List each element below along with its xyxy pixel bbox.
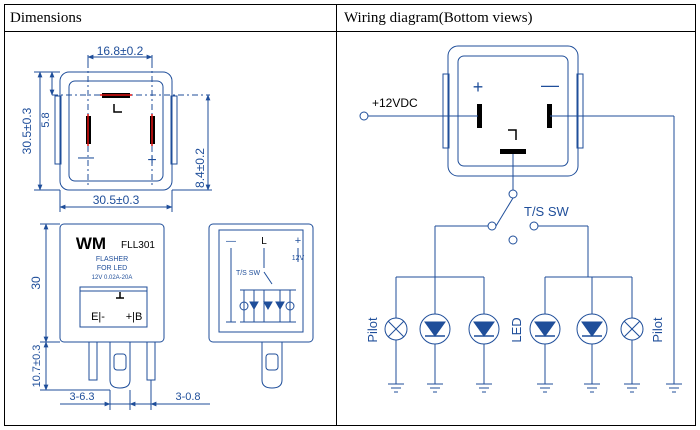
minus-terminal-label: —: [541, 75, 559, 95]
led-label: LED: [509, 317, 524, 342]
top-view-terminals: [86, 93, 155, 146]
flasher-terminals: [477, 104, 552, 154]
back-view-12v: 12V: [292, 255, 305, 262]
pin-gap-left-dimension: 3-6.3: [69, 391, 94, 403]
led-left-2: [468, 313, 500, 345]
terminal-b-label: +|B: [126, 311, 143, 323]
pilot-right-label: Pilot: [650, 317, 665, 343]
label-line-3: 12V 0.02A-20A: [92, 275, 133, 281]
pilot-lamp-left: [384, 317, 408, 341]
wiring-diagram-header: Wiring diagram(Bottom views): [344, 10, 533, 26]
ground-symbols: [388, 383, 682, 393]
top-view-plus-sign: +: [147, 152, 156, 169]
led-right-1: [529, 313, 561, 345]
label-ground-symbol: [116, 292, 124, 299]
pilot-left-label: Pilot: [365, 317, 380, 343]
height-right-dimension: 8.4±0.2: [193, 148, 207, 188]
top-view-minus-sign: —: [78, 149, 94, 166]
led-left-1: [419, 313, 451, 345]
back-view-plus: +: [295, 235, 301, 247]
turn-signal-switch-label: T/S SW: [524, 204, 570, 219]
back-view-ground: L: [261, 236, 267, 247]
width-top-dimension: 16.8±0.2: [97, 44, 144, 58]
back-view-ts-sw: T/S SW: [236, 270, 261, 277]
pilot-lamp-right: [620, 317, 644, 341]
back-view-drawing: [208, 223, 314, 389]
plus-terminal-label: +: [473, 77, 484, 97]
label-line-1: FLASHER: [96, 256, 128, 263]
side-height-dimension: 30: [29, 276, 43, 290]
brand-logo: WM: [76, 234, 106, 253]
wiring-lines: [359, 111, 675, 384]
width-bottom-dimension: 30.5±0.3: [93, 193, 140, 207]
terminal-e-label: E|-: [91, 311, 105, 323]
back-view-minus: —: [226, 236, 236, 247]
table-frame: [4, 4, 696, 426]
height-inner-dimension: 5.8: [40, 112, 52, 127]
side-view-drawing: [40, 223, 210, 410]
dimensions-header: Dimensions: [10, 10, 82, 26]
top-view-drawing: [34, 54, 212, 212]
led-right-2: [576, 313, 608, 345]
height-outer-dimension: 30.5±0.3: [20, 107, 34, 154]
pin-gap-right-dimension: 3-0.8: [175, 391, 200, 403]
label-line-2: FOR LED: [97, 265, 127, 272]
model-number: FLL301: [121, 240, 155, 251]
pin-height-dimension: 10.7±0.3: [31, 345, 43, 388]
supply-voltage-label: +12VDC: [372, 96, 418, 110]
